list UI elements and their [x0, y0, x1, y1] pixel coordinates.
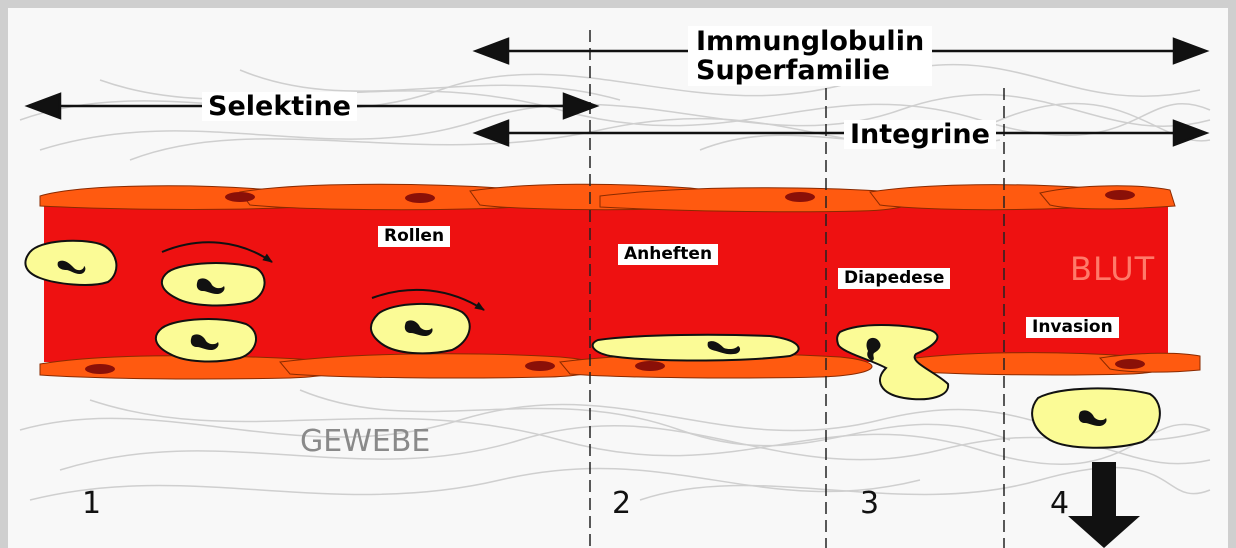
- label-immunoglobulin-line2: Superfamilie: [696, 57, 924, 84]
- label-rollen: Rollen: [378, 226, 450, 247]
- invasion-down-arrow: [1068, 462, 1140, 548]
- stage-number-2: 2: [612, 486, 631, 521]
- label-invasion: Invasion: [1026, 317, 1119, 338]
- tissue-fibers-top: [20, 65, 1210, 160]
- label-immunoglobulin-line1: Immunglobulin: [696, 28, 924, 55]
- leukocyte-1: [25, 241, 116, 285]
- label-selektine: Selektine: [202, 92, 357, 121]
- label-blut: BLUT: [1070, 250, 1155, 288]
- label-gewebe: GEWEBE: [300, 424, 430, 459]
- leukocyte-attached: [593, 335, 799, 361]
- leukocyte-3: [156, 319, 256, 361]
- label-integrine: Integrine: [844, 120, 996, 149]
- stage-number-1: 1: [82, 486, 101, 521]
- label-anheften: Anheften: [618, 244, 718, 265]
- leukocyte-2: [162, 263, 265, 305]
- stage-number-4: 4: [1050, 486, 1069, 521]
- label-diapedese: Diapedese: [838, 268, 950, 289]
- stage-number-3: 3: [860, 486, 879, 521]
- tissue-fibers-bottom: [20, 390, 1210, 500]
- leukocyte-invaded: [1032, 388, 1160, 447]
- arrow-integrine: [476, 121, 1206, 145]
- label-immunoglobulin-superfamilie: Immunglobulin Superfamilie: [688, 26, 932, 86]
